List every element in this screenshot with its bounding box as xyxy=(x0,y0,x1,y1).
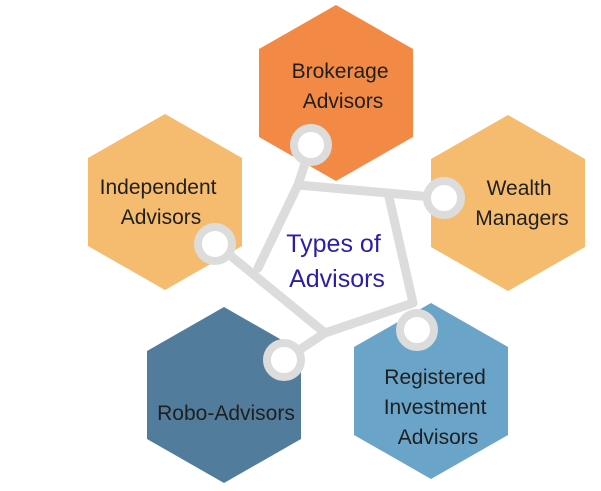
label-registered-line-2: Investment xyxy=(384,396,487,419)
hexagon-wealth-managers xyxy=(431,115,585,291)
connector-node-registered xyxy=(396,309,438,351)
hexagon-robo-advisors xyxy=(147,307,301,483)
center-title-line-2: Advisors xyxy=(289,265,385,293)
label-independent-advisors: Independent Advisors xyxy=(100,176,223,229)
hexagon-registered-investment-advisors xyxy=(354,303,508,479)
label-wealth-line-2: Managers xyxy=(475,207,568,230)
label-registered-line-3: Advisors xyxy=(398,426,479,449)
connector-node-brokerage xyxy=(290,124,332,166)
label-brokerage-line-2: Advisors xyxy=(303,90,384,113)
connector-node-independent xyxy=(194,223,236,265)
label-registered-investment-advisors: Registered Investment Advisors xyxy=(384,366,493,449)
connector-node-wealth xyxy=(423,177,465,219)
label-independent-line-1: Independent xyxy=(100,176,217,199)
label-wealth-line-1: Wealth xyxy=(487,177,552,200)
center-title-line-1: Types of xyxy=(286,230,381,258)
label-robo-advisors: Robo-Advisors xyxy=(157,402,295,425)
connector-spine-left xyxy=(253,180,303,273)
label-wealth-managers: Wealth Managers xyxy=(475,177,568,230)
label-registered-line-1: Registered xyxy=(384,366,486,389)
label-independent-line-2: Advisors xyxy=(121,206,202,229)
label-brokerage-line-1: Brokerage xyxy=(292,60,389,83)
connector-spine-right xyxy=(384,192,418,308)
label-brokerage-advisors: Brokerage Advisors xyxy=(292,60,395,113)
connector-registered-center xyxy=(320,298,418,338)
connector-node-robo xyxy=(263,339,305,381)
center-title: Types of Advisors xyxy=(286,230,387,293)
label-robo-line-1: Robo-Advisors xyxy=(157,402,295,425)
